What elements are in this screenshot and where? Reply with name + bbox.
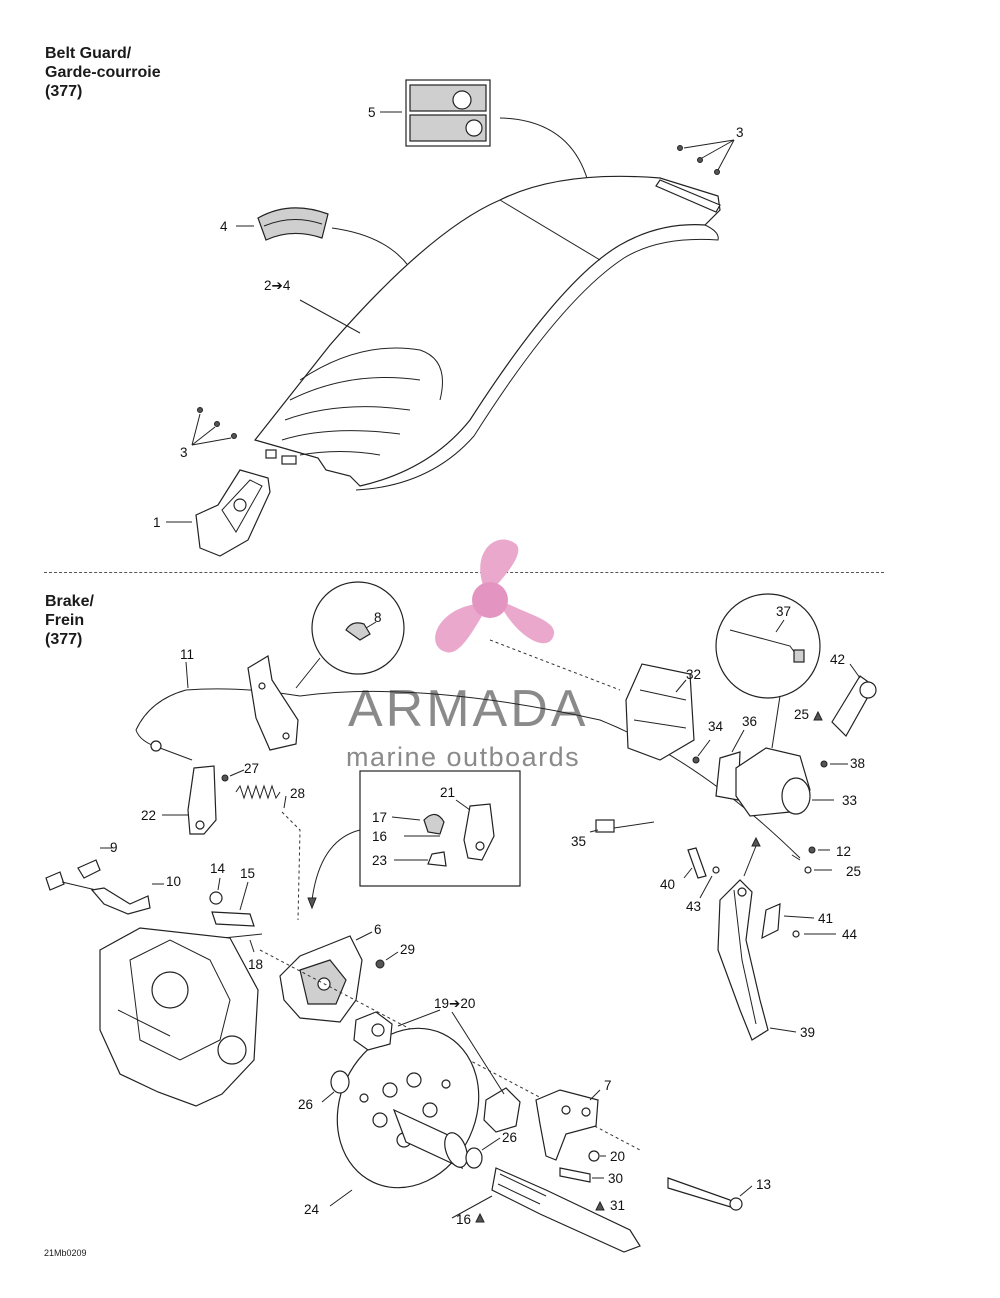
callout-42: 42 — [830, 652, 845, 667]
drive-shaft — [491, 1167, 641, 1253]
decal-5-icon — [452, 90, 472, 110]
brake-lever-39 — [717, 879, 769, 1041]
callout-38: 38 — [850, 756, 865, 771]
handle-cone-32 — [625, 663, 695, 761]
callout-17: 17 — [372, 810, 387, 825]
decal-4-shape — [257, 207, 329, 241]
callout-10: 10 — [166, 874, 181, 889]
callout-13: 13 — [756, 1177, 771, 1192]
callout-7: 7 — [604, 1078, 612, 1093]
callout-2-4: 2➔4 — [264, 278, 291, 293]
callout-28: 28 — [290, 786, 305, 801]
callout-3-bottom: 3 — [180, 445, 188, 460]
callout-1: 1 — [153, 515, 161, 530]
watermark-brand: ARMADA — [348, 680, 588, 738]
callout-32: 32 — [686, 667, 701, 682]
callout-labels: 5 3 4 2➔4 3 1 8 11 37 42 32 34 36 25 38 … — [110, 105, 865, 1227]
bracket-1-shape — [195, 469, 271, 557]
callout-20: 20 — [610, 1149, 625, 1164]
callout-22: 22 — [141, 808, 156, 823]
decal-5-panel — [409, 84, 487, 112]
callout-12: 12 — [836, 844, 851, 859]
callout-36: 36 — [742, 714, 757, 729]
brake-assembly-drawing — [45, 581, 877, 1253]
callout-15: 15 — [240, 866, 255, 881]
lever-22-shape — [187, 765, 217, 835]
callout-8: 8 — [374, 610, 382, 625]
callout-25-bottom: 25 — [846, 864, 861, 879]
belt-guard-section-title: Belt Guard/ Garde-courroie (377) — [45, 45, 161, 100]
callout-4: 4 — [220, 219, 228, 234]
brake-disc-24 — [336, 1027, 480, 1189]
callout-40: 40 — [660, 877, 675, 892]
guard-slot-2 — [281, 455, 297, 465]
cable-bracket — [247, 655, 299, 751]
callout-3-top: 3 — [736, 125, 744, 140]
callout-21: 21 — [440, 785, 455, 800]
brake-section-title: Brake/ Frein (377) — [45, 593, 94, 648]
brake-housing — [99, 927, 259, 1107]
armada-watermark: ARMADA marine outboards — [346, 539, 588, 772]
callout-26-left: 26 — [298, 1097, 313, 1112]
callout-41: 41 — [818, 911, 833, 926]
decal-5-icon-2 — [465, 119, 483, 137]
callout-18: 18 — [248, 957, 263, 972]
callout-11: 11 — [180, 647, 194, 662]
callout-43: 43 — [686, 899, 701, 914]
propeller-logo-icon — [435, 539, 555, 653]
callout-23: 23 — [372, 853, 387, 868]
callout-39: 39 — [800, 1025, 815, 1040]
callout-26-right: 26 — [502, 1130, 517, 1145]
callout-16-inset: 16 — [372, 829, 387, 844]
callout-14: 14 — [210, 861, 226, 876]
callout-16-bottom: 16 — [456, 1212, 471, 1227]
belt-guard-cover-drawing — [166, 79, 735, 557]
callout-44: 44 — [842, 927, 858, 942]
detail-circle-37 — [715, 593, 821, 699]
callout-6: 6 — [374, 922, 382, 937]
callout-27: 27 — [244, 761, 259, 776]
callout-37: 37 — [776, 604, 791, 619]
callout-24: 24 — [304, 1202, 320, 1217]
callout-29: 29 — [400, 942, 415, 957]
callout-31: 31 — [610, 1198, 625, 1213]
callout-35: 35 — [571, 834, 586, 849]
watermark-tagline: marine outboards — [346, 742, 580, 772]
callout-9: 9 — [110, 840, 118, 855]
belt-guard-body — [253, 175, 721, 487]
callout-30: 30 — [608, 1171, 623, 1186]
callout-25-top: 25 — [794, 707, 809, 722]
callout-33: 33 — [842, 793, 857, 808]
callout-19-20: 19➔20 — [434, 996, 475, 1011]
guard-slot — [265, 449, 277, 459]
section-divider — [44, 572, 884, 573]
drawing-code: 21Mb0209 — [44, 1248, 87, 1258]
bracket-7 — [535, 1089, 599, 1161]
callout-5: 5 — [368, 105, 376, 120]
callout-34: 34 — [708, 719, 724, 734]
guard-rear-tab — [655, 179, 721, 213]
